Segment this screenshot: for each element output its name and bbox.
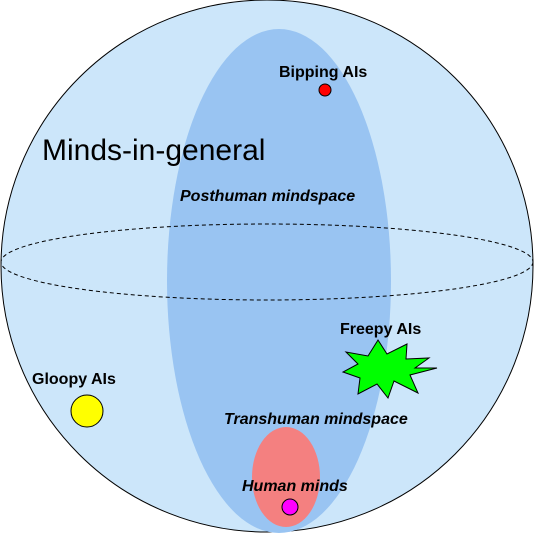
bipping-ais-dot bbox=[318, 83, 332, 97]
freepy-ais-starburst bbox=[341, 339, 438, 400]
human-minds-dot bbox=[281, 498, 299, 516]
freepy-ais-label: Freepy AIs bbox=[340, 321, 421, 338]
equator-dashed-ellipse bbox=[0, 223, 534, 301]
posthuman-ellipse bbox=[167, 29, 391, 533]
posthuman-mindspace-label: Posthuman mindspace bbox=[180, 188, 355, 205]
gloopy-ais-circle bbox=[70, 394, 104, 428]
minds-in-general-label: Minds-in-general bbox=[42, 134, 265, 167]
human-minds-label: Human minds bbox=[242, 478, 348, 495]
bipping-ais-label: Bipping AIs bbox=[279, 64, 367, 81]
gloopy-ais-label: Gloopy AIs bbox=[32, 371, 116, 388]
transhuman-mindspace-label: Transhuman mindspace bbox=[224, 411, 408, 428]
transhuman-ellipse bbox=[252, 427, 320, 527]
